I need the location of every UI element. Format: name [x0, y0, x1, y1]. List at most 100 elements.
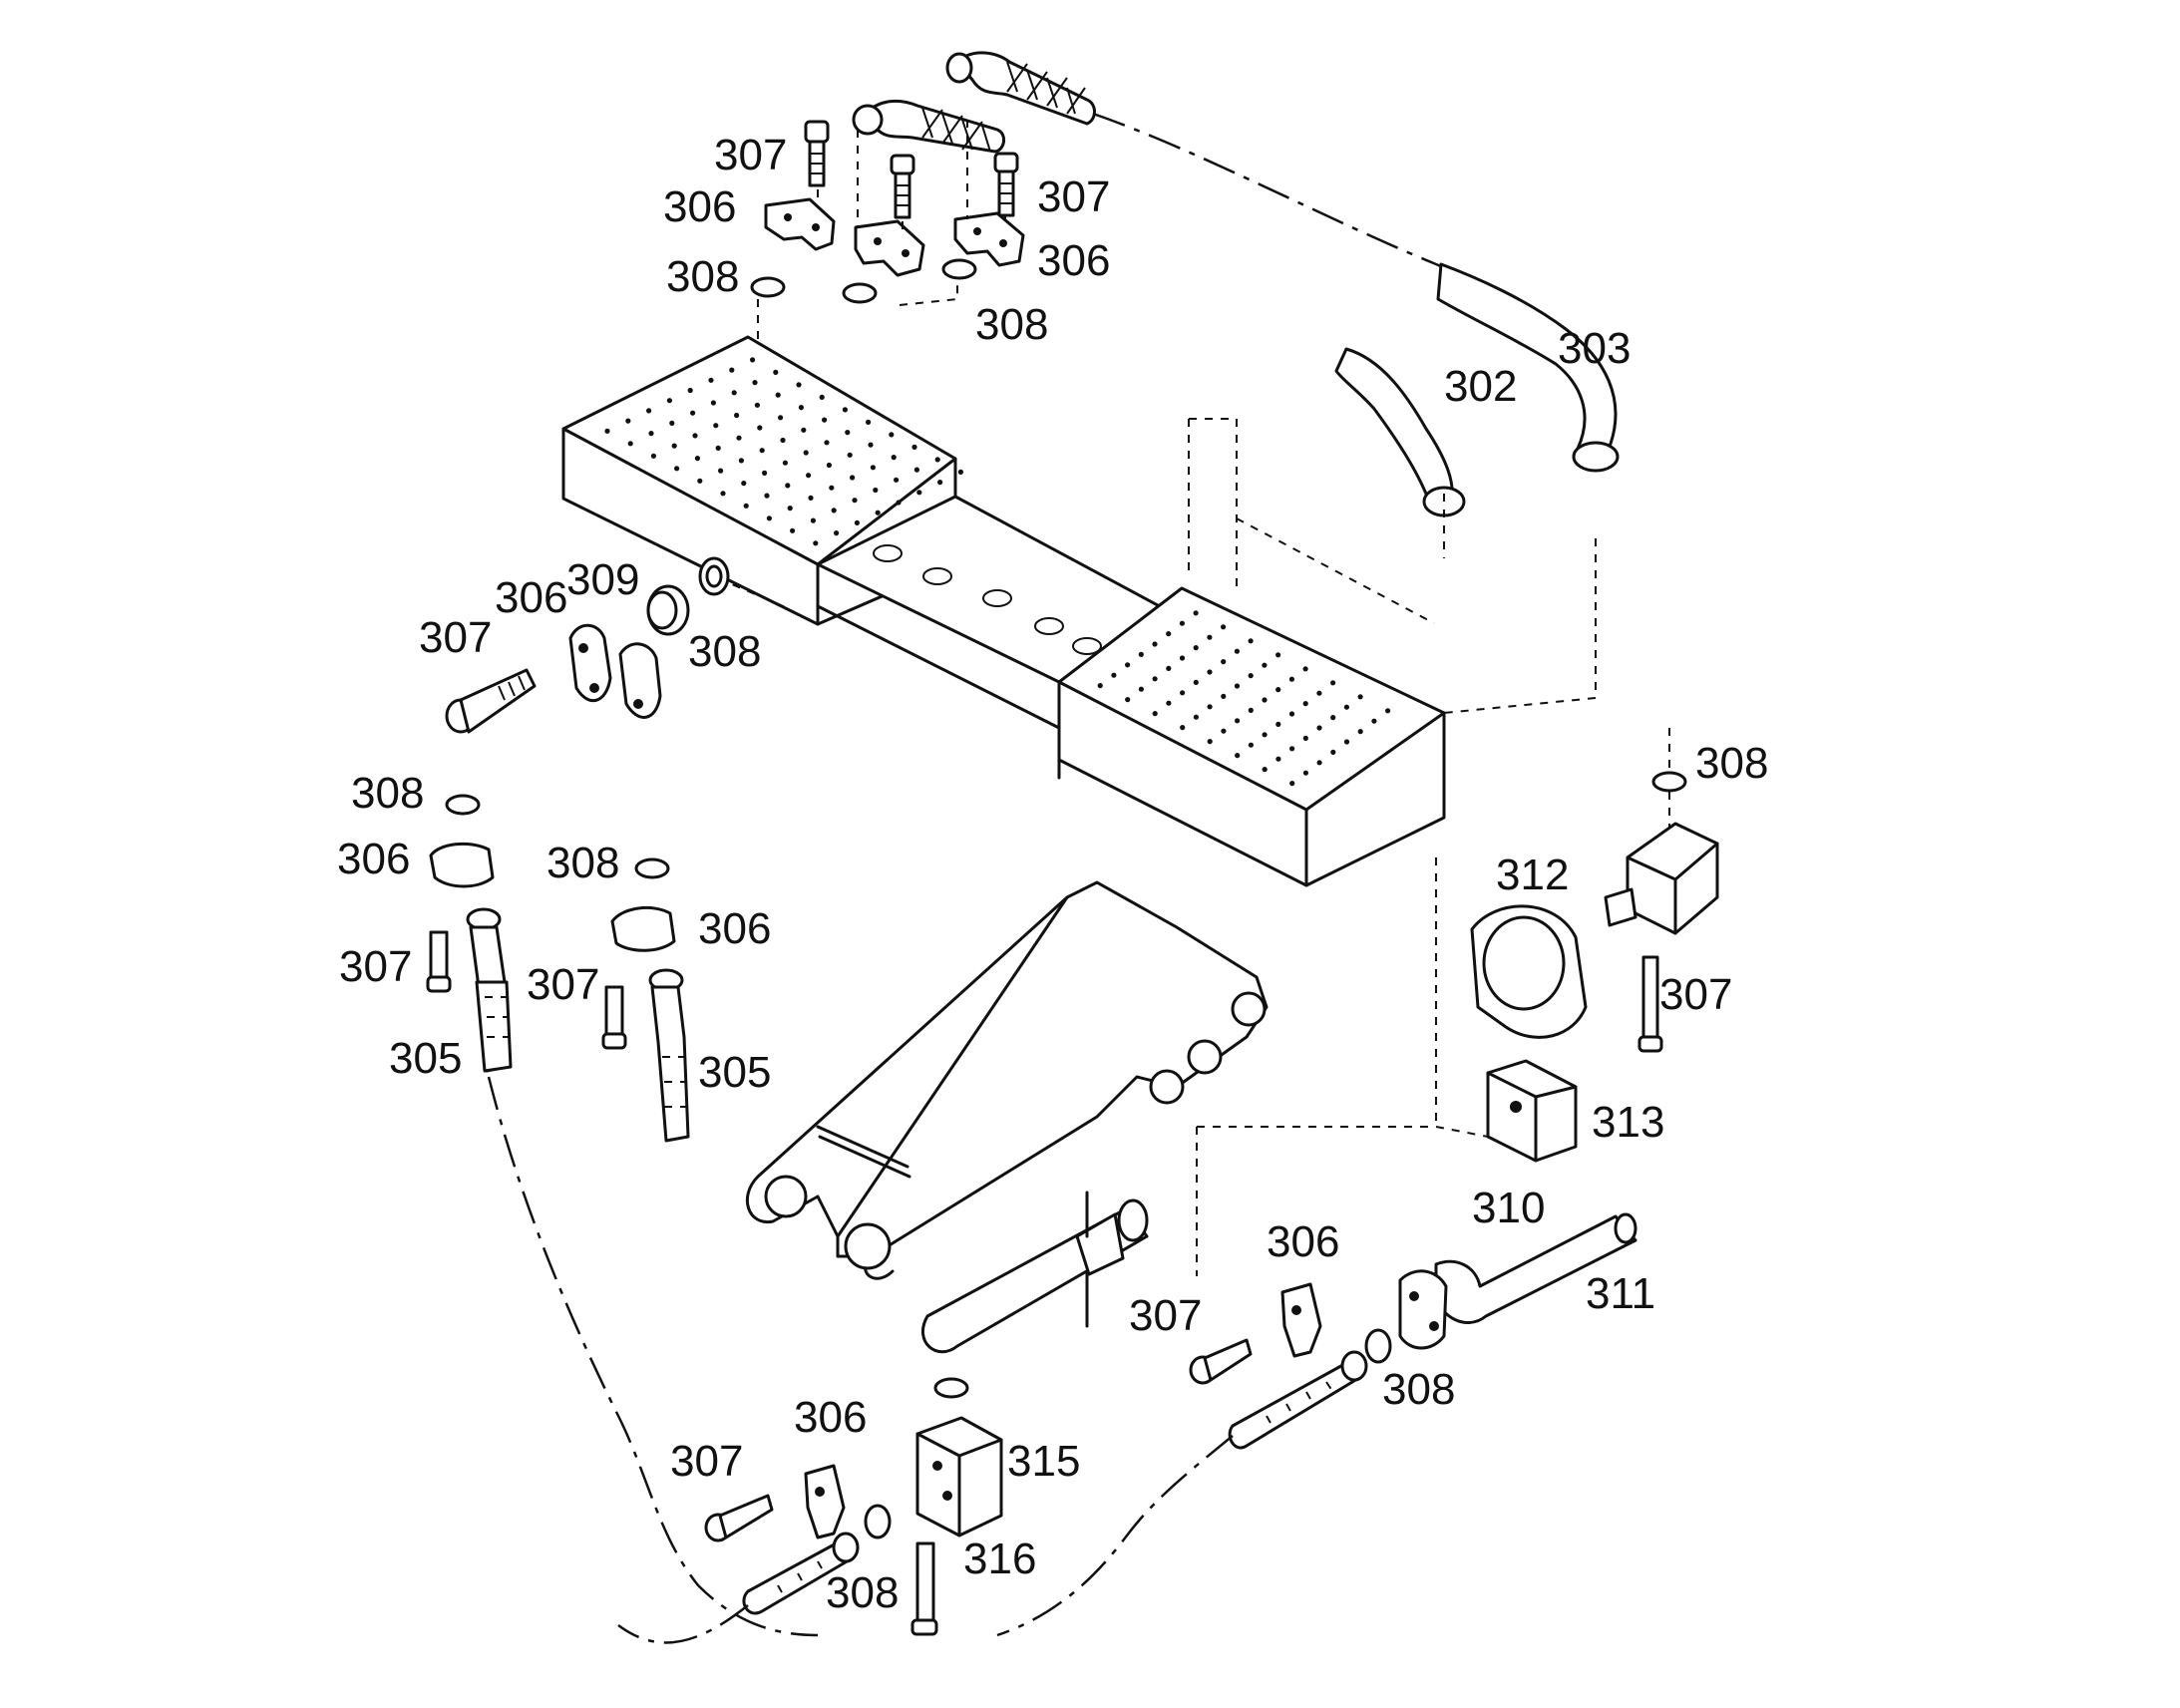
valve-hole: [1234, 648, 1240, 654]
hose-303-elbow: [1436, 262, 1620, 473]
valve-hole: [757, 425, 763, 431]
o-ring-308-right: [1651, 771, 1687, 793]
valve-hole: [1248, 638, 1254, 644]
valve-hole: [1330, 715, 1336, 721]
valve-hole: [1371, 718, 1377, 724]
label-307: 307: [419, 613, 492, 662]
pipe-305-mid: [648, 968, 690, 1143]
valve-hole: [873, 487, 879, 494]
top-hose-lower: [852, 100, 1005, 154]
valve-hole: [718, 468, 724, 474]
valve-hole: [648, 431, 654, 437]
valve-hole: [810, 517, 817, 523]
valve-hole: [875, 510, 881, 515]
bolt-307-top-left: [804, 120, 830, 187]
valve-hole: [1288, 711, 1295, 717]
valve-hole: [697, 478, 703, 484]
valve-hole: [1316, 690, 1322, 696]
valve-hole: [604, 428, 610, 434]
o-ring-308-mid: [933, 1377, 969, 1399]
label-306: 306: [1267, 1217, 1339, 1266]
valve-hole: [790, 527, 796, 533]
valve-hole: [1302, 735, 1308, 742]
bottom-pipe-route: [617, 1604, 749, 1644]
valve-hole: [785, 483, 791, 489]
valve-hole: [1207, 704, 1213, 710]
valve-hole: [736, 435, 742, 441]
valve-hole: [806, 473, 812, 479]
valve-hole: [1193, 714, 1199, 720]
valve-hole: [674, 466, 680, 472]
valve-hole: [1262, 697, 1268, 703]
label-313: 313: [1592, 1098, 1664, 1147]
valve-hole: [666, 398, 673, 404]
o-ring-308-lower-mid: [634, 857, 670, 879]
valve-hole: [1234, 683, 1241, 689]
valve-hole: [1221, 659, 1227, 665]
valve-hole: [1152, 641, 1158, 647]
valve-hole: [1262, 732, 1268, 738]
valve-hole: [773, 369, 779, 375]
valve-hole: [1125, 697, 1131, 703]
valve-hole: [1166, 700, 1172, 706]
valve-hole: [650, 453, 657, 459]
label-306: 306: [663, 182, 736, 231]
valve-hole: [627, 441, 633, 447]
label-306: 306: [698, 904, 771, 953]
right-pipe-route: [996, 1435, 1234, 1637]
label-306: 306: [1037, 236, 1110, 285]
valve-hole: [1316, 725, 1322, 731]
split-flange-306-lower-mid: [610, 906, 676, 952]
valve-hole: [741, 481, 747, 487]
valve-hole: [715, 445, 721, 451]
valve-hole: [911, 444, 917, 450]
valve-hole: [913, 467, 920, 473]
ring-309: [646, 584, 690, 636]
valve-hole: [1235, 718, 1241, 724]
valve-hole: [1152, 711, 1158, 717]
top-hose-upper: [945, 51, 1096, 126]
label-307: 307: [339, 942, 412, 991]
valve-hole: [937, 480, 943, 486]
valve-hole: [775, 392, 781, 398]
label-308: 308: [975, 300, 1048, 349]
bolt-307-right: [1637, 955, 1663, 1053]
valve-hole: [782, 460, 789, 466]
valve-hole: [850, 475, 856, 481]
o-rings-308-top: [750, 258, 977, 304]
label-303: 303: [1558, 324, 1631, 373]
valve-hole: [916, 490, 922, 496]
hydraulic-cylinder: [920, 1191, 1149, 1354]
label-308: 308: [688, 627, 761, 676]
valve-hole: [1302, 666, 1308, 672]
valve-hole: [1179, 655, 1186, 661]
label-309: 309: [566, 555, 639, 604]
split-flange-306-left-b: [618, 642, 662, 719]
valve-hole: [1179, 620, 1185, 626]
top-leader-lines: [757, 120, 1006, 339]
label-306: 306: [337, 835, 410, 883]
valve-hole: [1221, 624, 1227, 630]
bolt-307-lower-left: [426, 930, 452, 993]
valve-hole: [752, 380, 758, 386]
left-pipe-route: [487, 1076, 819, 1637]
label-312: 312: [1496, 851, 1569, 899]
control-valve-right-block: [1057, 586, 1446, 887]
bolt-307-top-mid: [890, 154, 915, 219]
valve-hole: [1302, 770, 1308, 776]
valve-hole: [894, 477, 900, 483]
valve-hole: [1138, 651, 1144, 658]
valve-hole: [690, 410, 696, 416]
valve-hole: [1275, 652, 1281, 658]
valve-hole: [834, 530, 840, 536]
valve-hole: [713, 423, 719, 429]
valve-hole: [1207, 739, 1213, 745]
valve-hole: [1125, 662, 1131, 668]
valve-hole: [826, 462, 833, 469]
valve-hole: [762, 470, 768, 476]
valve-hole: [831, 508, 837, 513]
bolt-307-bottom: [704, 1494, 774, 1542]
valve-hole: [889, 432, 895, 438]
valve-hole: [750, 357, 756, 363]
o-ring-308-bottom: [864, 1504, 892, 1539]
